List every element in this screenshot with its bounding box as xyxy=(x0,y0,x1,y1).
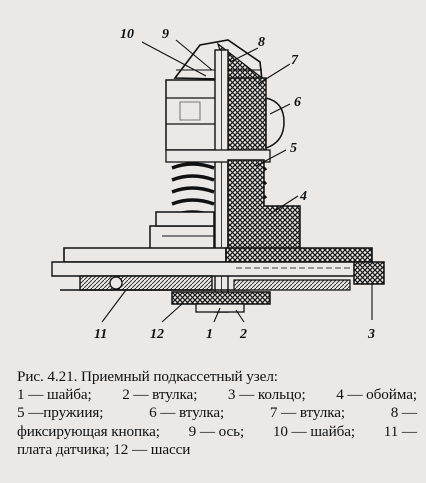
callout-8: 8 xyxy=(258,35,265,50)
callout-9: 9 xyxy=(162,27,169,42)
legend-item-6: 6 — втулка; xyxy=(149,404,225,422)
callout-12: 12 xyxy=(150,327,164,342)
spring-seat xyxy=(165,149,271,163)
legend-item-8-end: фиксирующая кнопка; xyxy=(17,422,160,440)
callout-6: 6 xyxy=(294,95,301,110)
legend-item-2: 2 — втулка; xyxy=(122,386,198,404)
legend-item-4: 4 — обойма; xyxy=(336,386,417,404)
ring xyxy=(353,261,385,285)
legend-item-7: 7 — втулка; xyxy=(269,404,346,422)
sensor-board xyxy=(60,275,351,291)
figure-caption: Рис. 4.21. Приемный подкассетный узел: 1… xyxy=(17,368,417,459)
legend-item-11-start: 11 — xyxy=(383,422,417,440)
upper-sleeve-right xyxy=(227,77,285,161)
legend-item-10: 10 — шайба; xyxy=(272,422,355,440)
cage xyxy=(227,159,301,263)
legend-item-5: 5 —пружиия; xyxy=(17,404,104,422)
legend-item-8-start: 8 — xyxy=(390,404,417,422)
caption-line-3: 5 —пружиия; 6 — втулка; 7 — втулка; 8 — xyxy=(17,404,417,422)
caption-line-2: 1 — шайба; 2 — втулка; 3 — кольцо; 4 — о… xyxy=(17,386,417,404)
lower-flange-stack xyxy=(149,211,215,253)
callout-3: 3 xyxy=(367,327,375,342)
receiving-cassette-unit-drawing: 10 9 8 7 6 5 4 11 12 1 2 3 xyxy=(51,27,385,342)
leader-lines xyxy=(101,39,373,323)
legend-item-3: 3 — кольцо; xyxy=(227,386,306,404)
caption-line-5: плата датчика; 12 — шасси xyxy=(17,440,191,458)
callout-4: 4 xyxy=(299,189,307,204)
caption-line-4: фиксирующая кнопка; 9 — ось; 10 — шайба;… xyxy=(17,423,417,441)
caption-title: Рис. 4.21. Приемный подкассетный узел: xyxy=(17,368,278,385)
callout-10: 10 xyxy=(120,27,134,42)
legend-item-9: 9 — ось; xyxy=(188,422,245,440)
callout-11: 11 xyxy=(94,327,107,342)
callout-7: 7 xyxy=(291,53,299,68)
lower-bushing xyxy=(171,291,271,313)
callout-5: 5 xyxy=(290,141,297,156)
upper-sleeve-left xyxy=(165,79,217,151)
callout-2: 2 xyxy=(239,327,247,342)
callout-1: 1 xyxy=(206,327,213,342)
legend-item-1: 1 — шайба; xyxy=(17,386,92,404)
chassis-plate xyxy=(51,247,373,277)
